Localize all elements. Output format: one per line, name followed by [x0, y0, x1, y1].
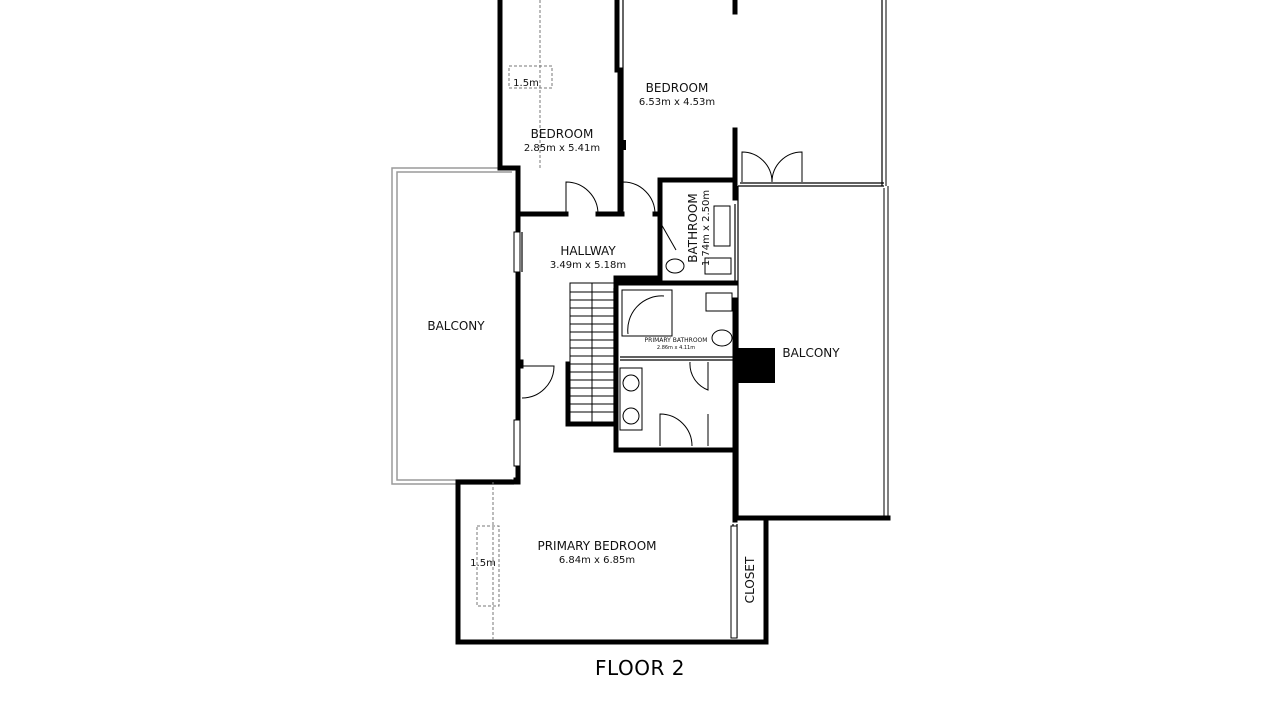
primary-bedroom-name: PRIMARY BEDROOM	[537, 539, 656, 553]
primary-bedroom-dims: 6.84m x 6.85m	[559, 555, 635, 566]
closet-name: CLOSET	[743, 556, 757, 603]
bedroom-left-name: BEDROOM	[531, 127, 594, 141]
primary-bedroom-skylight-dim: 1.5m	[470, 558, 496, 569]
doors	[521, 151, 803, 447]
bathroom-name: BATHROOM	[686, 193, 700, 262]
bedroom-top-dims: 6.53m x 4.53m	[639, 97, 715, 108]
fixtures	[619, 205, 733, 431]
hallway-dims: 3.49m x 5.18m	[550, 260, 626, 271]
column-marker	[620, 140, 626, 150]
staircase	[569, 282, 615, 424]
floor-title: FLOOR 2	[595, 656, 685, 680]
balcony-left-name: BALCONY	[427, 319, 485, 333]
skylights	[476, 0, 553, 640]
bedroom-left-skylight-dim: 1.5m	[513, 78, 539, 89]
bedroom-left-dims: 2.85m x 5.41m	[524, 143, 600, 154]
balcony-right-name: BALCONY	[782, 346, 840, 360]
balcony-left-outline	[391, 167, 514, 485]
hallway-name: HALLWAY	[560, 244, 616, 258]
fireplace-block	[735, 348, 775, 383]
primary-bathroom-dims: 2.86m x 4.11m	[657, 345, 695, 351]
bedroom-top-name: BEDROOM	[646, 81, 709, 95]
bathroom-dims: 1.74m x 2.50m	[701, 190, 712, 266]
primary-bathroom-name: PRIMARY BATHROOM	[645, 337, 708, 344]
balcony-right-outline	[883, 0, 889, 520]
windows	[513, 231, 738, 639]
